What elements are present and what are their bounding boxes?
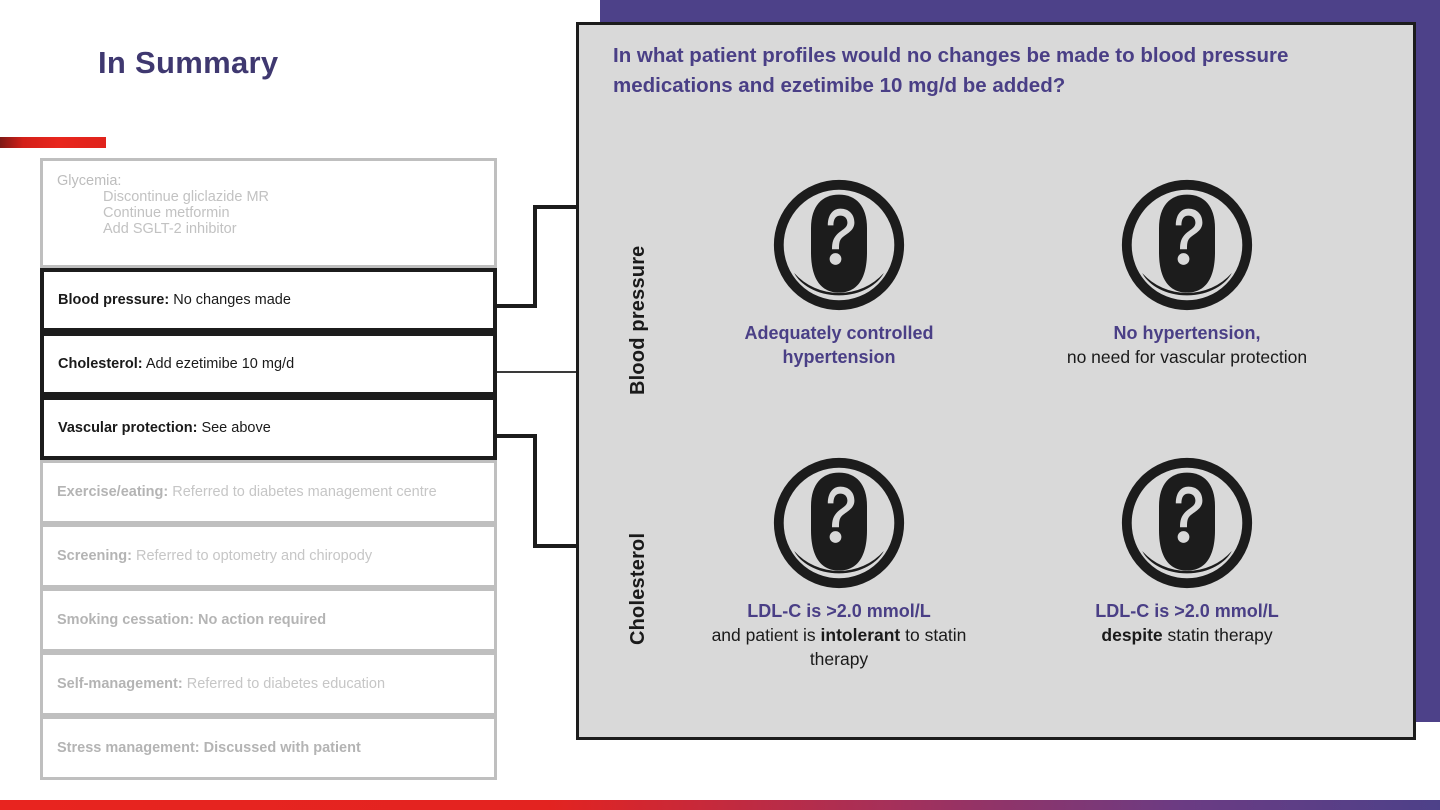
quadrant-2-rest: no need for vascular protection [1066, 347, 1308, 367]
quadrant-ldl-intolerant: LDL-C is >2.0 mmol/L and patient is into… [689, 453, 989, 671]
blood-pressure-value: No changes made [173, 291, 291, 308]
exercise-eating-value: Referred to diabetes management centre [172, 483, 437, 500]
quadrant-3-highlight: LDL-C is >2.0 mmol/L [747, 601, 931, 621]
connector-vascular-vertical [533, 434, 537, 548]
quadrant-4-highlight: LDL-C is >2.0 mmol/L [1095, 601, 1279, 621]
summary-box-cholesterol: Cholesterol: Add ezetimibe 10 mg/d [40, 332, 497, 396]
row-label-blood-pressure: Blood pressure [627, 245, 649, 396]
person-question-icon [1037, 175, 1337, 315]
self-management-value: Referred to diabetes education [186, 675, 386, 692]
connector-vascular-horizontal-1 [497, 434, 537, 438]
quadrant-3-rest-pre: and patient is [711, 625, 821, 645]
connector-cholesterol-horizontal [497, 371, 579, 373]
quadrant-caption: LDL-C is >2.0 mmol/L despite statin ther… [1037, 599, 1337, 647]
patient-profiles-panel: In what patient profiles would no change… [576, 22, 1416, 740]
page-title: In Summary [98, 45, 279, 80]
vascular-protection-value: See above [201, 419, 271, 436]
red-accent-bar [0, 137, 106, 148]
connector-vascular-horizontal-2 [533, 544, 578, 548]
cholesterol-label: Cholesterol: [58, 355, 143, 372]
row-label-cholesterol: Cholesterol [627, 532, 649, 645]
blood-pressure-label: Blood pressure: [58, 291, 170, 308]
quadrant-no-hypertension: No hypertension, no need for vascular pr… [1037, 175, 1337, 369]
bottom-gradient-accent-bar [0, 800, 1440, 810]
quadrant-1-highlight: Adequately controlled hypertension [744, 323, 934, 367]
quadrant-2-highlight: No hypertension, [1113, 323, 1261, 343]
summary-box-vascular-protection: Vascular protection: See above [40, 396, 497, 460]
quadrant-caption: LDL-C is >2.0 mmol/L and patient is into… [689, 599, 989, 671]
summary-box-stress-management: Stress management: Discussed with patien… [40, 716, 497, 780]
panel-question: In what patient profiles would no change… [613, 44, 1289, 97]
glycemia-heading: Glycemia: [57, 173, 122, 189]
screening-value: Referred to optometry and chiropody [135, 547, 373, 564]
cholesterol-value: Add ezetimibe 10 mg/d [145, 355, 295, 372]
connector-blood-pressure-horizontal-1 [497, 304, 537, 308]
glycemia-item-2: Continue metformin [103, 205, 230, 221]
summary-box-screening: Screening: Referred to optometry and chi… [40, 524, 497, 588]
quadrant-3-rest-post: to statin therapy [809, 625, 967, 669]
quadrant-4-rest-post: statin therapy [1162, 625, 1273, 645]
screening-label: Screening: [57, 547, 132, 564]
quadrant-3-rest-bold: intolerant [820, 625, 901, 645]
glycemia-item-3: Add SGLT-2 inhibitor [103, 221, 237, 237]
summary-list: Glycemia: Discontinue gliclazide MR Cont… [40, 158, 497, 780]
person-question-icon [1037, 453, 1337, 593]
connector-blood-pressure-vertical [533, 205, 537, 308]
person-question-icon [689, 175, 989, 315]
summary-box-blood-pressure: Blood pressure: No changes made [40, 268, 497, 332]
smoking-cessation-text: Smoking cessation: No action required [57, 611, 327, 628]
self-management-label: Self-management: [57, 675, 183, 692]
quadrant-caption: No hypertension, no need for vascular pr… [1037, 321, 1337, 369]
vascular-protection-label: Vascular protection: [58, 419, 198, 436]
summary-box-glycemia: Glycemia: Discontinue gliclazide MR Cont… [40, 158, 497, 268]
connector-blood-pressure-horizontal-2 [533, 205, 578, 209]
summary-box-smoking-cessation: Smoking cessation: No action required [40, 588, 497, 652]
quadrant-4-rest-bold: despite [1101, 625, 1163, 645]
exercise-eating-label: Exercise/eating: [57, 483, 169, 500]
person-question-icon [689, 453, 989, 593]
glycemia-item-1: Discontinue gliclazide MR [103, 189, 270, 205]
summary-box-self-management: Self-management: Referred to diabetes ed… [40, 652, 497, 716]
quadrant-adequately-controlled-hypertension: Adequately controlled hypertension [689, 175, 989, 369]
stress-management-text: Stress management: Discussed with patien… [57, 739, 361, 756]
summary-box-exercise-eating: Exercise/eating: Referred to diabetes ma… [40, 460, 497, 524]
quadrant-caption: Adequately controlled hypertension [689, 321, 989, 369]
quadrant-ldl-despite-statin: LDL-C is >2.0 mmol/L despite statin ther… [1037, 453, 1337, 647]
